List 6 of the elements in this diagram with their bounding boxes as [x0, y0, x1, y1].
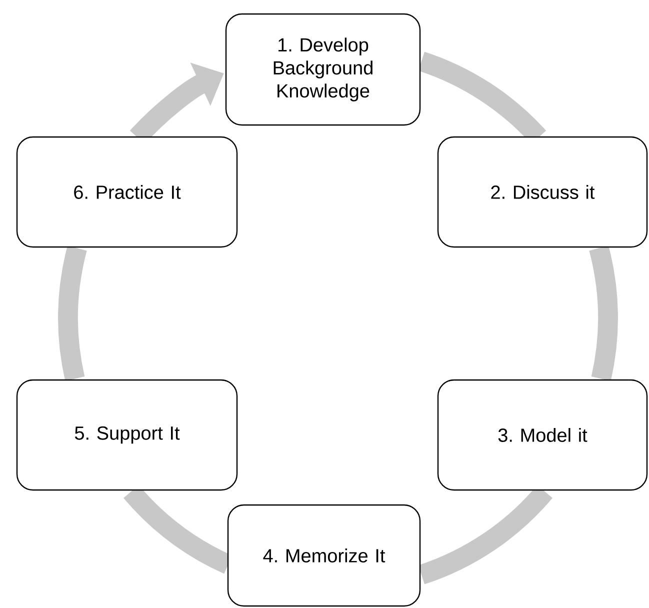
- step-box: 3. Model it: [437, 379, 648, 491]
- step-box: 5. Support It: [16, 379, 238, 491]
- step-box: 4. Memorize It: [227, 504, 421, 607]
- step-box: 2. Discuss it: [437, 136, 648, 248]
- step-box: 1. Develop Background Knowledge: [225, 13, 421, 126]
- step-box: 6. Practice It: [16, 136, 238, 248]
